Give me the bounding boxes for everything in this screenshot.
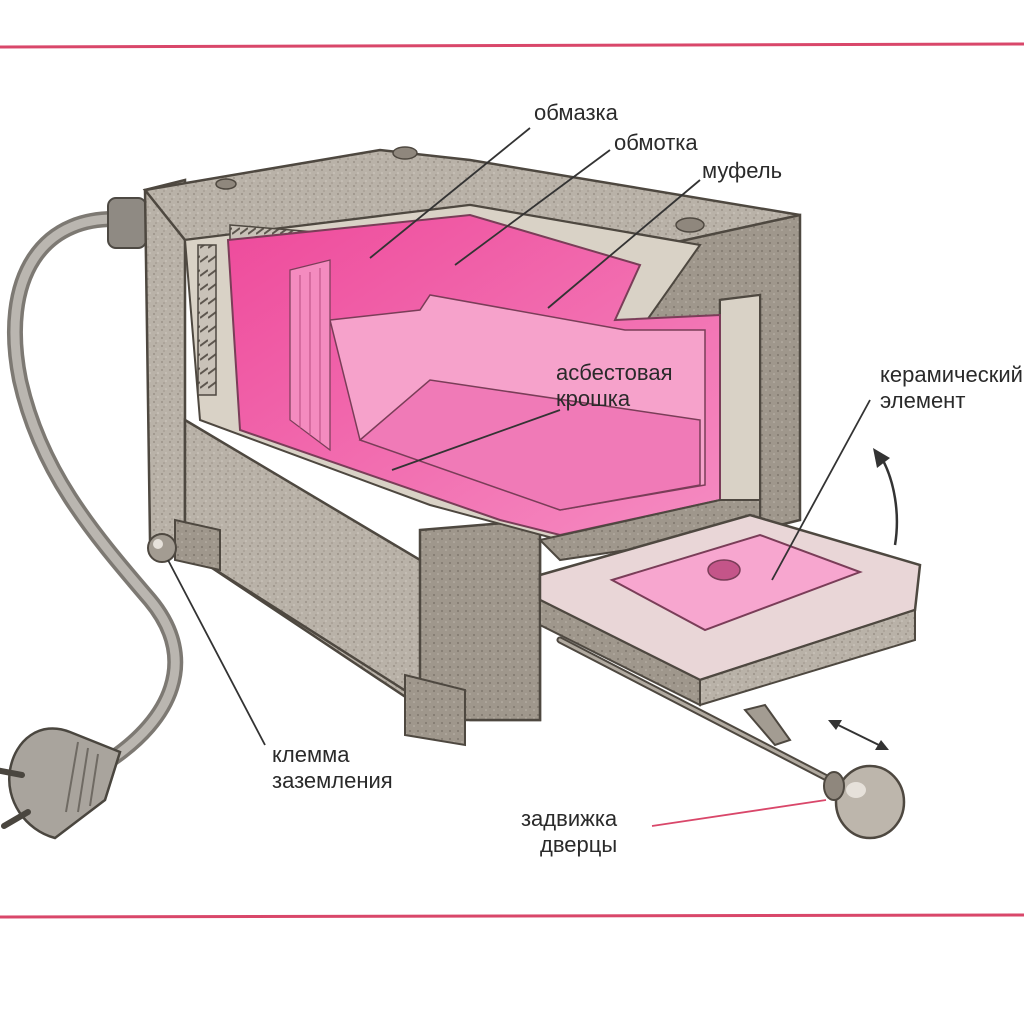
ground-terminal: [147, 533, 177, 563]
top-screw-back: [392, 146, 418, 160]
frame-bottom-line: [0, 913, 1024, 919]
furnace-leg-front: [404, 673, 466, 747]
top-screw-left: [215, 178, 237, 190]
frame-top-line: [0, 42, 1024, 49]
door-tray-side: [699, 608, 916, 707]
leader-coating: [369, 127, 531, 259]
ceramic-plate-hole: [707, 559, 741, 581]
label-muffle: муфель: [702, 158, 783, 183]
cord-gland: [107, 197, 147, 249]
power-plug-icon: [0, 727, 122, 840]
latch-hook: [743, 703, 792, 747]
furnace-leg-left: [174, 518, 221, 572]
leader-latch: [651, 799, 827, 827]
label-ground: клемма заземления: [272, 742, 393, 793]
double-arrow-icon: [828, 720, 889, 750]
label-latch: задвижка дверцы: [520, 806, 618, 857]
leader-ground: [167, 559, 266, 746]
muffle-chamber-floor: [358, 379, 701, 511]
label-ceramic: керамический элемент: [880, 362, 1023, 413]
label-winding: обмотка: [614, 130, 698, 155]
label-coating: обмазка: [534, 100, 618, 125]
door-opening-frame: [538, 499, 761, 562]
leader-winding: [454, 149, 611, 266]
label-asbestos: асбестовая крошка: [556, 360, 673, 411]
leader-asbestos: [391, 409, 561, 471]
latch-knob: [823, 764, 906, 840]
leader-ceramic: [771, 399, 871, 581]
curved-arrow-icon: [873, 448, 899, 546]
leader-muffle: [547, 179, 701, 309]
heating-coil-vertical: [197, 244, 217, 396]
top-screw-right: [675, 217, 705, 233]
ceramic-plate: [609, 533, 863, 632]
